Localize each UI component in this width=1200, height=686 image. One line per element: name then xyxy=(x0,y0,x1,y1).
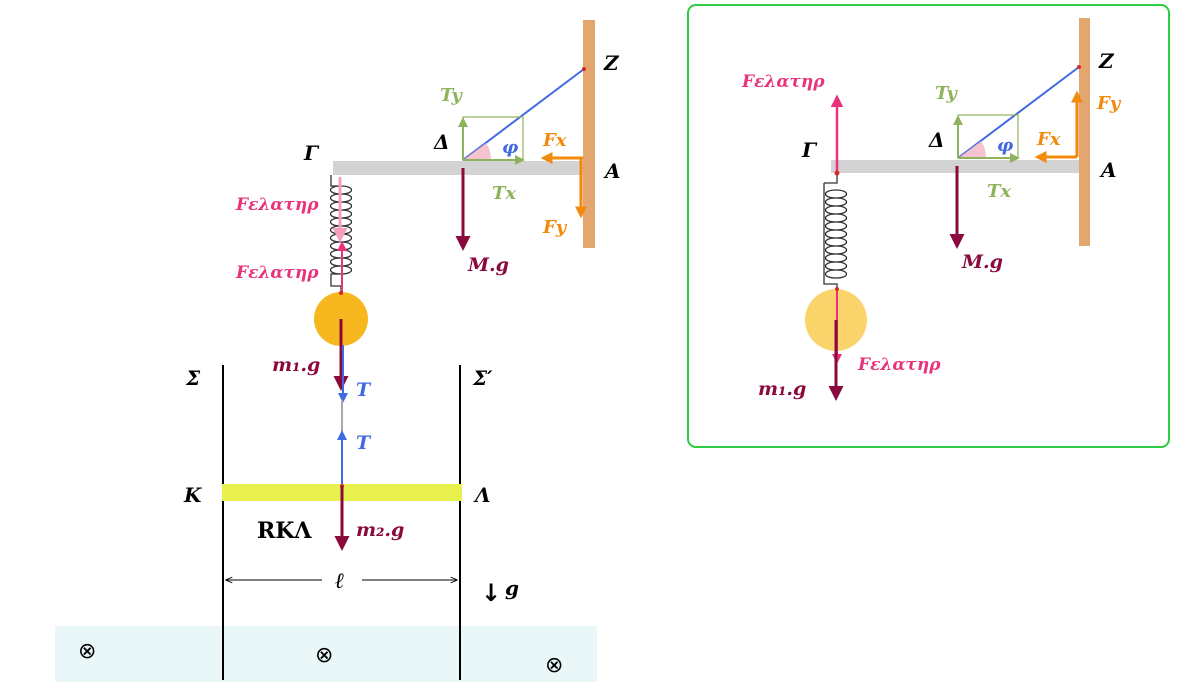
inset-label-delta: Δ xyxy=(928,128,945,152)
field-into-page-icon-1: ⊗ xyxy=(78,639,96,664)
cable-delta-z xyxy=(462,68,585,161)
point-z xyxy=(582,67,586,71)
label-sigma-prime: Σ′ xyxy=(472,366,493,390)
inset-frame xyxy=(687,4,1170,448)
inset-label-m1g: m₁.g xyxy=(758,378,806,400)
label-g: g xyxy=(505,576,519,600)
inset-point-z xyxy=(1077,65,1081,69)
label-sigma: Σ xyxy=(185,366,201,390)
inset-label-gamma: Γ xyxy=(801,138,818,162)
label-mg: M.g xyxy=(467,254,509,276)
label-spring-force-lower: Fελατηρ xyxy=(235,263,319,283)
wall xyxy=(583,20,595,248)
rod xyxy=(333,161,583,175)
label-fx: Fx xyxy=(542,130,567,151)
label-t-upper: T xyxy=(356,379,372,401)
inset-angle-marker xyxy=(958,141,987,158)
label-lambda: Λ xyxy=(473,483,491,507)
inset-ball-top-point xyxy=(835,287,839,291)
label-ty: Ty xyxy=(440,85,463,106)
inset-label-z: Z xyxy=(1098,49,1115,73)
inset-label-a: A xyxy=(1099,158,1117,182)
magnetic-field-region xyxy=(55,626,597,682)
label-ell: ℓ xyxy=(335,568,344,594)
label-gamma: Γ xyxy=(303,141,320,165)
field-into-page-icon-3: ⊗ xyxy=(545,653,563,678)
label-m1g: m₁.g xyxy=(272,354,320,376)
inset-gamma-point xyxy=(834,170,840,176)
inset-spring xyxy=(823,175,848,289)
label-delta: Δ xyxy=(433,130,450,154)
label-m2g: m₂.g xyxy=(356,519,404,541)
inset-wall xyxy=(1079,18,1090,246)
inset-label-fx: Fx xyxy=(1036,129,1061,150)
label-a: A xyxy=(603,159,621,183)
ball-top-point xyxy=(339,291,343,295)
inset-label-fy: Fy xyxy=(1096,93,1122,114)
label-tx: Tx xyxy=(492,183,516,204)
label-r-kl: RΚΛ xyxy=(257,518,312,544)
inset-label-ty: Ty xyxy=(935,83,958,104)
field-into-page-icon-2: ⊗ xyxy=(315,643,333,668)
inset-figure: Γ Δ Z A φ Ty Tx Fx Fy M.g Fελατηρ Fελατη… xyxy=(687,4,1170,448)
inset-label-phi: φ xyxy=(997,135,1014,156)
inset-label-mg: M.g xyxy=(961,251,1003,273)
g-down-arrow-icon: ↓ xyxy=(481,579,501,607)
inset-label-spring-force-lower: Fελατηρ xyxy=(857,355,941,375)
label-t-lower: T xyxy=(356,432,372,454)
inset-label-tx: Tx xyxy=(987,181,1011,202)
inset-rod xyxy=(831,160,1079,173)
inset-cable-delta-z xyxy=(957,66,1080,159)
label-k: K xyxy=(183,483,203,507)
main-figure: Γ Δ Z A φ Ty Tx Fx Fy M.g Fελατηρ Fελατη… xyxy=(55,20,621,682)
label-spring-force-upper: Fελατηρ xyxy=(235,195,319,215)
label-fy: Fy xyxy=(542,217,568,238)
label-z: Z xyxy=(603,51,620,75)
inset-label-spring-force-upper: Fελατηρ xyxy=(741,72,825,92)
angle-marker xyxy=(463,143,492,160)
label-phi: φ xyxy=(502,137,519,158)
